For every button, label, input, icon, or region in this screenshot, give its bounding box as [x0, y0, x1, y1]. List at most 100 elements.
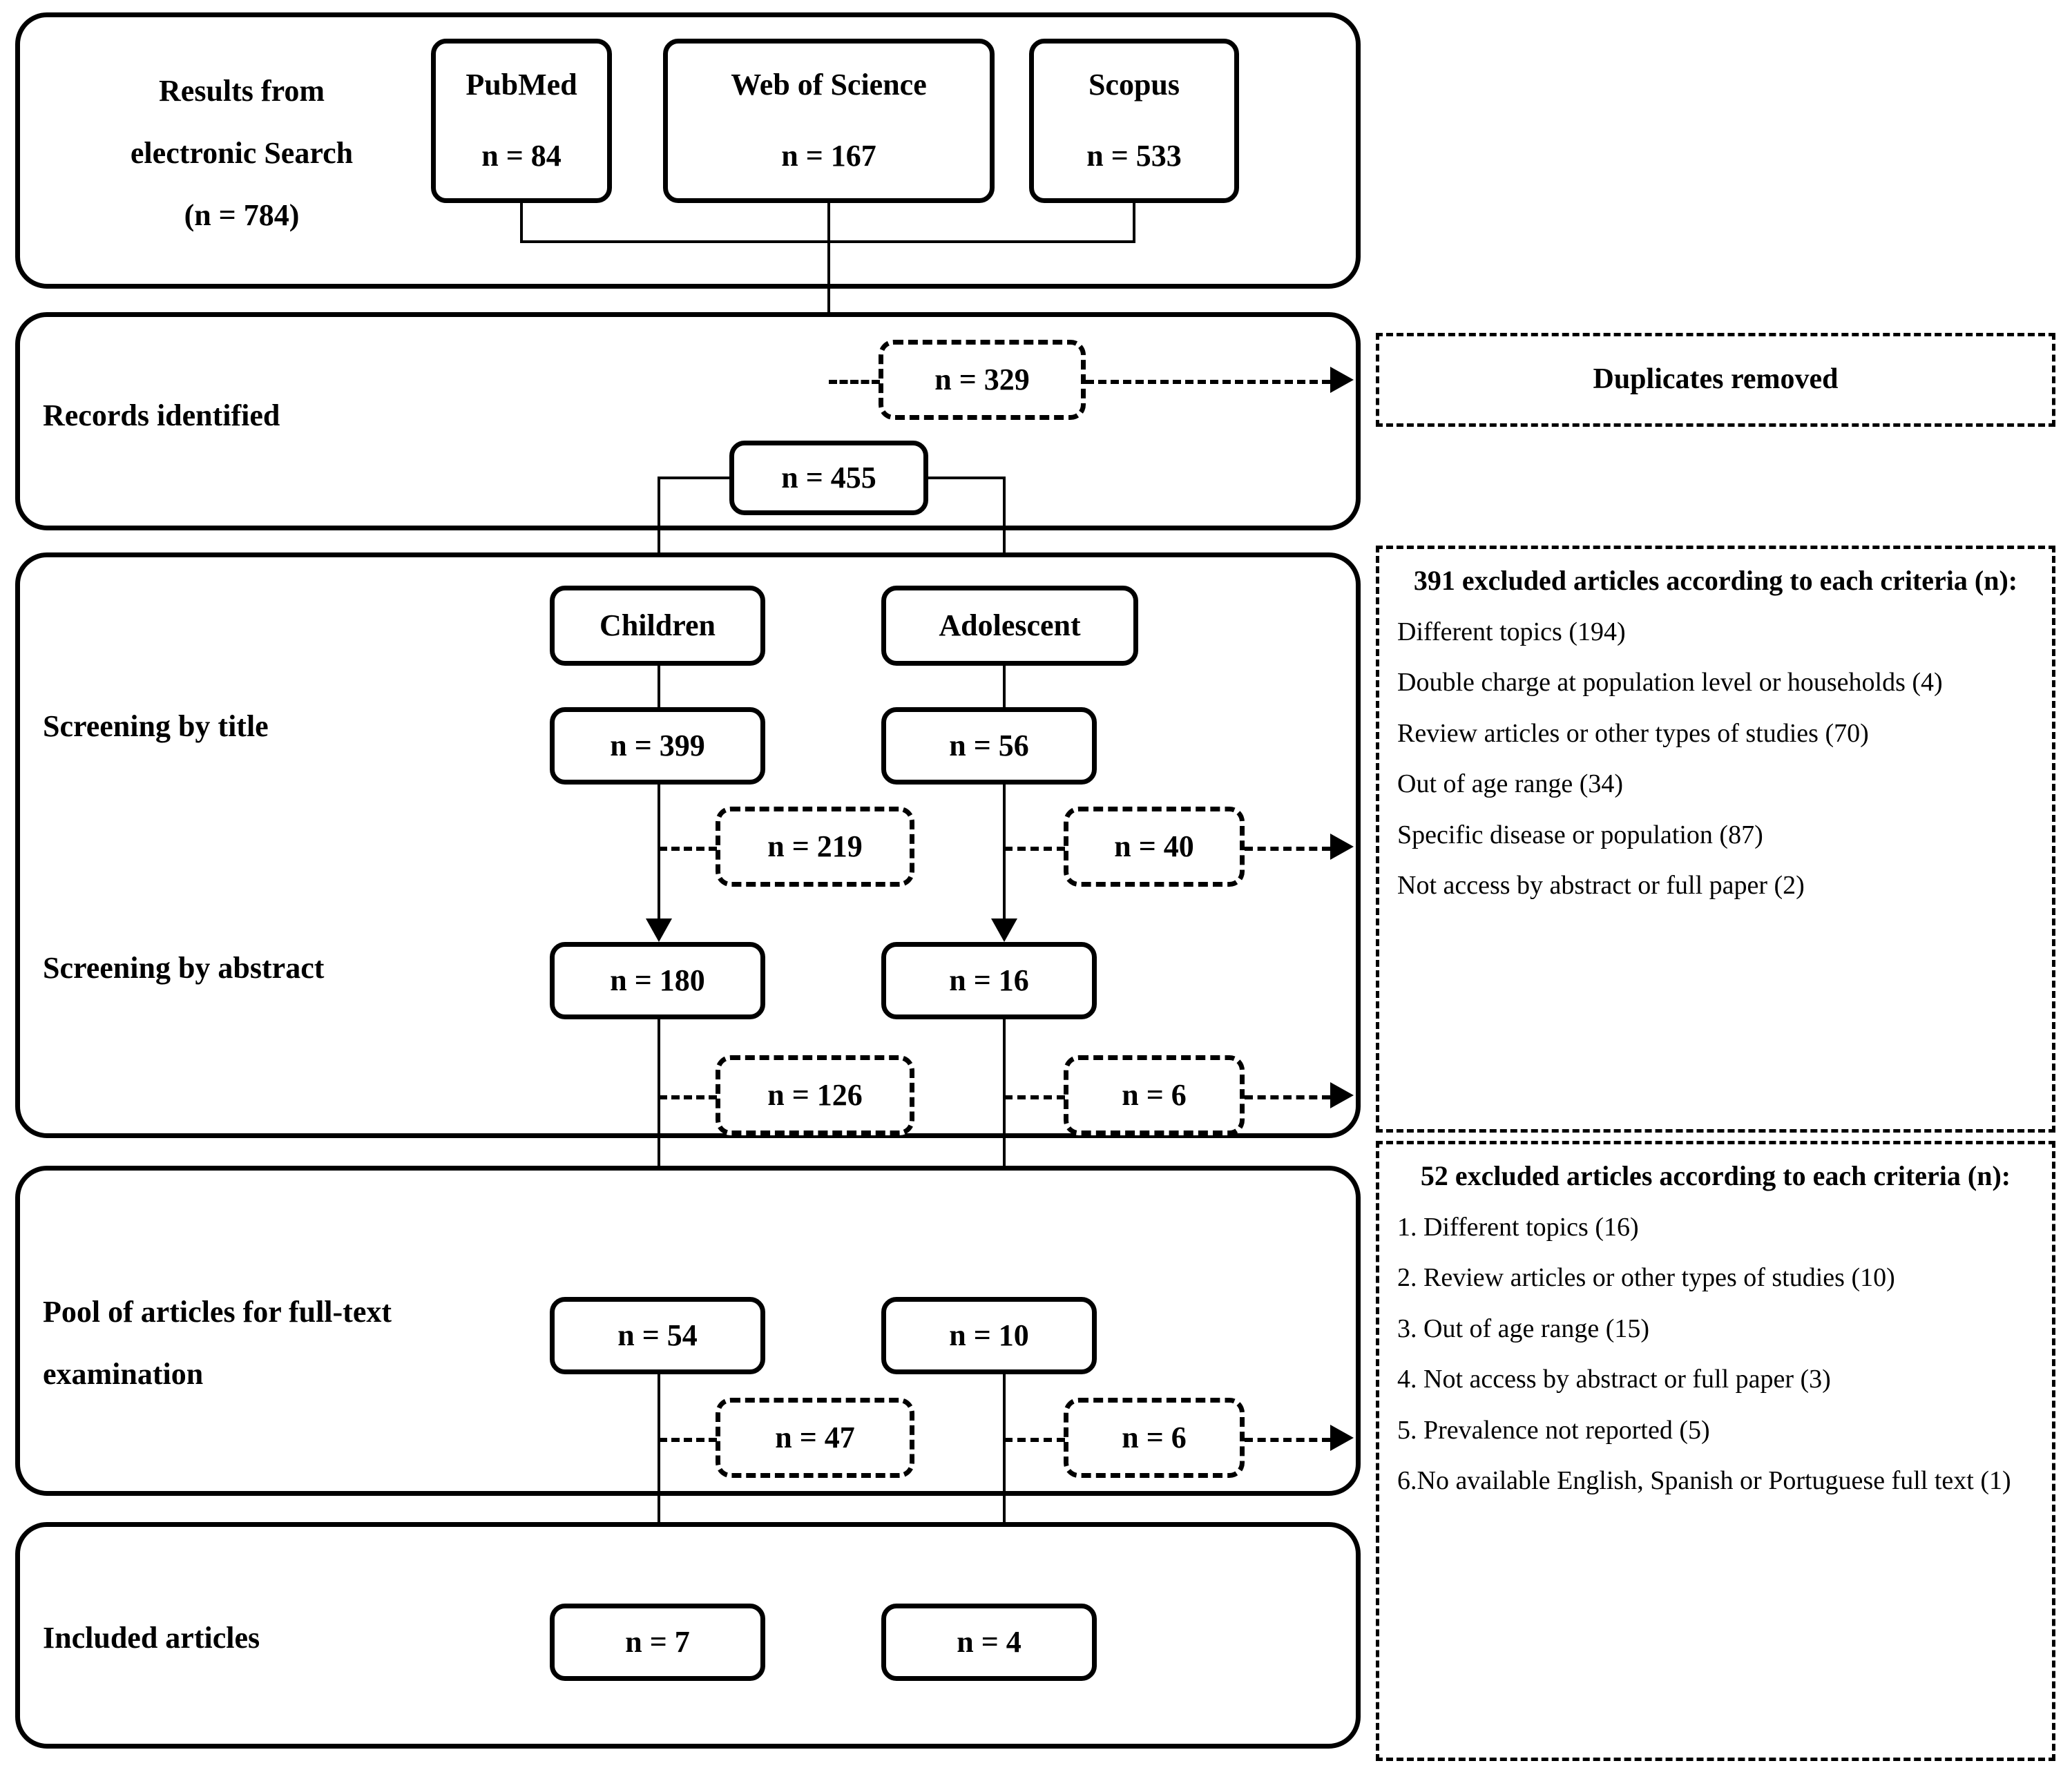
panel-item-excluded-fulltext-3: 3. Out of age range (15) — [1397, 1314, 1650, 1343]
panel-excluded-fulltext: 52 excluded articles according to each c… — [1376, 1141, 2055, 1761]
branch-name-adolescent: Adolescent — [939, 608, 1081, 642]
dashed-connector-to-duplicates — [829, 380, 880, 384]
connector-children-abstract-to-fulltext — [658, 1019, 660, 1279]
stage-label-fulltext-examination: Pool of articles for full-text examinati… — [43, 1290, 392, 1396]
title-excluded-adolescent: n = 40 — [1114, 829, 1194, 863]
fulltext-count-children: n = 54 — [617, 1318, 698, 1352]
panel-item-excluded-fulltext-6: 6.No available English, Spanish or Portu… — [1397, 1466, 2011, 1496]
title-excluded-children: n = 219 — [767, 829, 863, 863]
panel-duplicates-removed: Duplicates removed — [1376, 333, 2055, 427]
duplicates-count-value: n = 329 — [934, 362, 1030, 396]
connector-455-left-out — [658, 477, 732, 479]
connector-pubmed-down — [520, 203, 523, 242]
arrowhead-children-title-to-abstract — [646, 918, 672, 942]
panel-item-excluded-screening-5: Specific disease or population (87) — [1397, 820, 1763, 849]
connector-455-right-out — [925, 477, 1006, 479]
panel-item-excluded-fulltext-2: 2. Review articles or other types of stu… — [1397, 1263, 1895, 1293]
included-count-box-adolescent[interactable]: n = 4 — [881, 1604, 1097, 1681]
source-count-scopus: n = 533 — [1086, 139, 1182, 173]
abstract-excluded-box-children[interactable]: n = 126 — [716, 1055, 914, 1135]
dashed-connector-duplicates-to-panel — [1086, 380, 1330, 384]
panel-title-duplicates-removed: Duplicates removed — [1593, 363, 1839, 396]
connector-adolescent-header-to-title — [1003, 666, 1006, 713]
included-count-adolescent: n = 4 — [957, 1624, 1021, 1659]
arrowhead-abstract-excluded-to-panel — [1330, 1082, 1354, 1108]
branch-name-children: Children — [599, 608, 716, 642]
fulltext-label-line2: examination — [43, 1356, 204, 1391]
arrowhead-adolescent-title-to-abstract — [991, 918, 1017, 942]
connector-455-left-down — [658, 477, 660, 593]
fulltext-excluded-box-children[interactable]: n = 47 — [716, 1398, 914, 1478]
dashed-connector-fulltext-excluded-to-panel — [1245, 1438, 1330, 1442]
title-count-box-children[interactable]: n = 399 — [550, 707, 765, 785]
search-label-line1: Results from — [159, 74, 325, 108]
branch-box-children[interactable]: Children — [550, 586, 765, 666]
source-name-web-of-science: Web of Science — [731, 68, 927, 102]
abstract-excluded-children: n = 126 — [767, 1077, 863, 1112]
dashed-connector-children-fulltext-excluded — [659, 1438, 717, 1442]
source-box-scopus[interactable]: Scopus n = 533 — [1029, 39, 1239, 203]
panel-item-excluded-screening-3: Review articles or other types of studie… — [1397, 718, 1869, 748]
panel-item-excluded-screening-1: Different topics (194) — [1397, 617, 1626, 646]
connector-adolescent-title-to-abstract — [1003, 785, 1006, 934]
title-count-children: n = 399 — [610, 728, 705, 762]
arrowhead-fulltext-excluded-to-panel — [1330, 1425, 1354, 1451]
arrowhead-title-excluded-to-panel — [1330, 834, 1354, 860]
source-count-pubmed: n = 84 — [481, 139, 562, 173]
source-box-web-of-science[interactable]: Web of Science n = 167 — [663, 39, 995, 203]
connector-scopus-down — [1133, 203, 1135, 242]
title-excluded-box-adolescent[interactable]: n = 40 — [1064, 807, 1245, 887]
abstract-excluded-box-adolescent[interactable]: n = 6 — [1064, 1055, 1245, 1135]
connector-455-right-down — [1003, 477, 1006, 593]
title-excluded-box-children[interactable]: n = 219 — [716, 807, 914, 887]
included-count-box-children[interactable]: n = 7 — [550, 1604, 765, 1681]
dashed-connector-adolescent-abstract-excluded — [1004, 1095, 1065, 1099]
panel-item-excluded-screening-4: Out of age range (34) — [1397, 769, 1624, 799]
panel-item-excluded-fulltext-1: 1. Different topics (16) — [1397, 1212, 1639, 1242]
fulltext-excluded-children: n = 47 — [775, 1420, 855, 1454]
fulltext-count-box-adolescent[interactable]: n = 10 — [881, 1297, 1097, 1374]
source-count-web-of-science: n = 167 — [781, 139, 876, 173]
panel-item-excluded-fulltext-4: 4. Not access by abstract or full paper … — [1397, 1365, 1831, 1394]
fulltext-count-box-children[interactable]: n = 54 — [550, 1297, 765, 1374]
branch-box-adolescent[interactable]: Adolescent — [881, 586, 1138, 666]
source-name-pubmed: PubMed — [466, 68, 577, 102]
title-count-box-adolescent[interactable]: n = 56 — [881, 707, 1097, 785]
records-remaining-box[interactable]: n = 455 — [729, 441, 928, 515]
stage-label-electronic-search: Results from electronic Search (n = 784) — [69, 69, 414, 237]
stage-records-identified — [15, 312, 1361, 530]
arrowhead-duplicates-to-panel — [1330, 367, 1354, 393]
stage-label-included-articles: Included articles — [43, 1621, 260, 1655]
connector-children-title-to-abstract — [658, 785, 660, 934]
panel-item-excluded-screening-2: Double charge at population level or hou… — [1397, 668, 1943, 698]
abstract-excluded-adolescent: n = 6 — [1122, 1077, 1187, 1112]
included-count-children: n = 7 — [625, 1624, 690, 1659]
fulltext-excluded-box-adolescent[interactable]: n = 6 — [1064, 1398, 1245, 1478]
stage-label-screening-by-abstract: Screening by abstract — [43, 951, 325, 985]
fulltext-count-adolescent: n = 10 — [949, 1318, 1029, 1352]
stage-label-records-identified: Records identified — [43, 398, 280, 432]
search-label-line2: electronic Search — [130, 135, 354, 170]
abstract-count-children: n = 180 — [610, 963, 705, 997]
abstract-count-box-adolescent[interactable]: n = 16 — [881, 942, 1097, 1019]
fulltext-label-line1: Pool of articles for full-text — [43, 1295, 392, 1329]
dashed-connector-adolescent-fulltext-excluded — [1004, 1438, 1065, 1442]
connector-children-fulltext-to-included — [658, 1374, 660, 1601]
abstract-count-box-children[interactable]: n = 180 — [550, 942, 765, 1019]
dashed-connector-children-abstract-excluded — [659, 1095, 717, 1099]
title-count-adolescent: n = 56 — [949, 728, 1029, 762]
search-label-line3: (n = 784) — [184, 198, 300, 232]
dashed-connector-children-title-excluded — [659, 847, 717, 851]
source-box-pubmed[interactable]: PubMed n = 84 — [431, 39, 612, 203]
panel-title-excluded-fulltext: 52 excluded articles according to each c… — [1420, 1160, 2011, 1191]
records-remaining-value: n = 455 — [781, 460, 876, 494]
source-name-scopus: Scopus — [1088, 68, 1180, 102]
panel-item-excluded-screening-6: Not access by abstract or full paper (2) — [1397, 871, 1805, 901]
stage-label-screening-by-title: Screening by title — [43, 709, 269, 743]
panel-excluded-screening: 391 excluded articles according to each … — [1376, 546, 2055, 1133]
connector-children-header-to-title — [658, 666, 660, 713]
panel-item-excluded-fulltext-5: 5. Prevalence not reported (5) — [1397, 1415, 1710, 1445]
abstract-count-adolescent: n = 16 — [949, 963, 1029, 997]
duplicates-count-box[interactable]: n = 329 — [879, 340, 1086, 420]
